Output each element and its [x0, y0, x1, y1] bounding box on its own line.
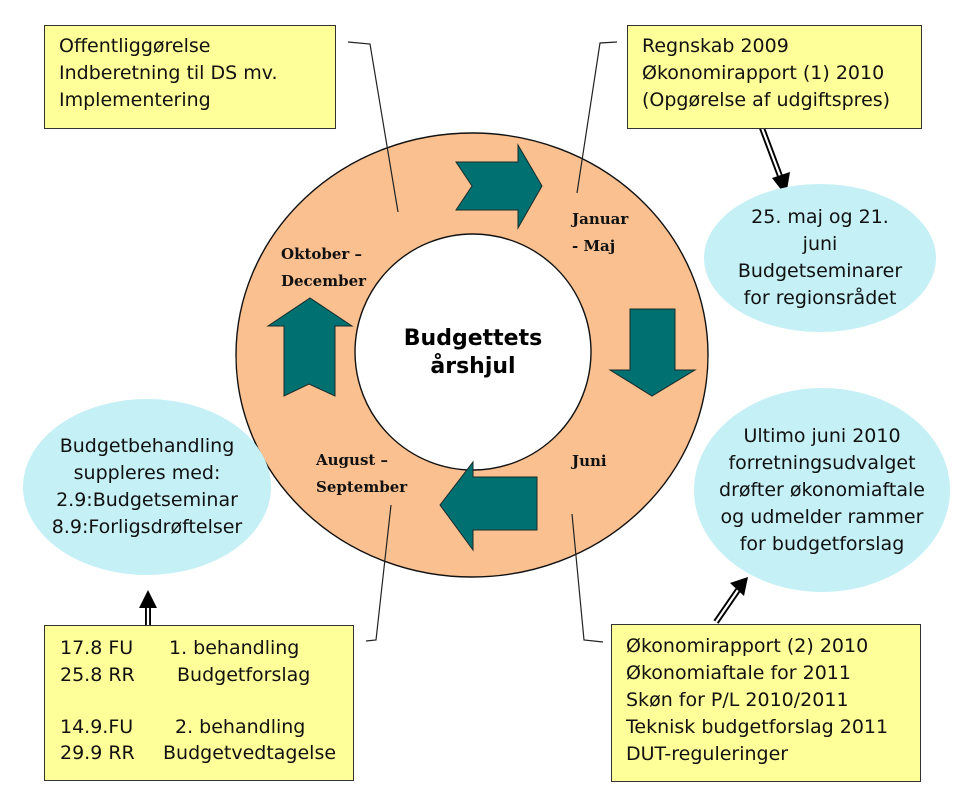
segment-label-august-september: August – September: [316, 447, 407, 501]
ellipse-budgetbehandling-bg: [23, 399, 271, 575]
box-line: DUT-reguleringer: [626, 743, 789, 765]
segment-label-line: August –: [316, 451, 389, 469]
box-line: Økonomiaftale for 2011: [626, 662, 851, 684]
date-label: 25.8 RR: [60, 664, 135, 686]
arrow-up-icon: [266, 297, 354, 397]
date-label: 14.9.FU: [60, 716, 134, 738]
ellipse-line: forretningsudvalget: [728, 452, 916, 474]
ellipse-ultimo-juni: Ultimo juni 2010 forretningsudvalget drø…: [697, 423, 947, 558]
box-budgetbehandling-datoer: 17.8 FU 25.8 RR 1. behandling Budgetfors…: [44, 625, 354, 781]
segment-label-juni: Juni: [572, 448, 607, 475]
box-line: Offentliggørelse: [59, 35, 211, 57]
ellipse-line: for regionsrådet: [743, 287, 897, 309]
segment-label-line: September: [316, 478, 408, 496]
arrow-down-icon: [608, 308, 697, 397]
segment-label-line: Januar: [572, 210, 629, 228]
center-title-line: Budgettets: [403, 326, 543, 351]
segment-label-line: - Maj: [572, 237, 616, 255]
arrow-head-to-ultimo-juni-icon: [730, 577, 748, 596]
leader-line-bottom-left: [365, 504, 392, 642]
box-line: Implementering: [59, 89, 211, 111]
arrow-left-icon: [439, 460, 538, 552]
segment-label-line: Juni: [572, 452, 607, 470]
leader-line-bottom-right: [571, 513, 604, 643]
segment-label-januar-maj: Januar - Maj: [572, 206, 628, 260]
box-regnskab: Regnskab 2009 Økonomirapport (1) 2010 (O…: [627, 25, 922, 129]
ellipse-line: 25. maj og 21.: [751, 206, 889, 228]
box-oekonomirapport-2: Økonomirapport (2) 2010 Økonomiaftale fo…: [611, 624, 921, 782]
center-title-line: årshjul: [430, 354, 516, 379]
arrow-head-to-budgetbehandling-icon: [139, 590, 157, 608]
step-label: 1. behandling: [169, 637, 300, 659]
date-label: 17.8 FU: [60, 637, 134, 659]
ellipse-line: Budgetseminarer: [737, 260, 903, 282]
ellipse-line: Ultimo juni 2010: [743, 425, 901, 447]
box-line: Økonomirapport (2) 2010: [626, 635, 869, 657]
ellipse-seminarer: 25. maj og 21. juni Budgetseminarer for …: [710, 204, 930, 312]
ellipse-line: og udmelder rammer: [720, 506, 924, 528]
box-line: Regnskab 2009: [642, 35, 789, 57]
box-line: Teknisk budgetforslag 2011: [626, 716, 889, 738]
step-label: 2. behandling: [175, 716, 306, 738]
segment-label-oktober-december: Oktober – December: [281, 241, 366, 295]
box-line: Skøn for P/L 2010/2011: [626, 689, 849, 711]
ellipse-line: suppleres med:: [73, 462, 221, 484]
center-title: Budgettets årshjul: [383, 325, 563, 381]
ellipse-line: 8.9:Forligsdrøftelser: [51, 516, 243, 538]
ellipse-ultimo-juni-bg: [694, 388, 950, 592]
date-label: 29.9 RR: [60, 742, 135, 764]
step-label: Budgetforslag: [177, 664, 311, 686]
ellipse-line: 2.9:Budgetseminar: [56, 489, 238, 511]
box-line: Økonomirapport (1) 2010: [642, 62, 885, 84]
segment-label-line: December: [281, 272, 367, 290]
box-line: (Opgørelse af udgiftspres): [642, 89, 891, 111]
segment-label-line: Oktober –: [281, 245, 363, 263]
leader-line-top-right: [576, 41, 618, 194]
ellipse-line: for budgetforslag: [739, 533, 905, 555]
arrow-right-icon: [455, 143, 543, 230]
leader-line-top-left: [347, 41, 399, 213]
box-line: Indberetning til DS mv.: [59, 62, 278, 84]
step-label: Budgetvedtagelse: [163, 742, 337, 764]
ellipse-line: drøfter økonomiaftale: [719, 479, 925, 501]
ellipse-seminarer-bg: [704, 184, 936, 332]
ellipse-line: juni: [802, 233, 838, 255]
ellipse-line: Budgetbehandling: [59, 435, 235, 457]
box-offentliggoerelse: Offentliggørelse Indberetning til DS mv.…: [44, 25, 336, 129]
ellipse-budgetbehandling: Budgetbehandling suppleres med: 2.9:Budg…: [27, 433, 267, 541]
